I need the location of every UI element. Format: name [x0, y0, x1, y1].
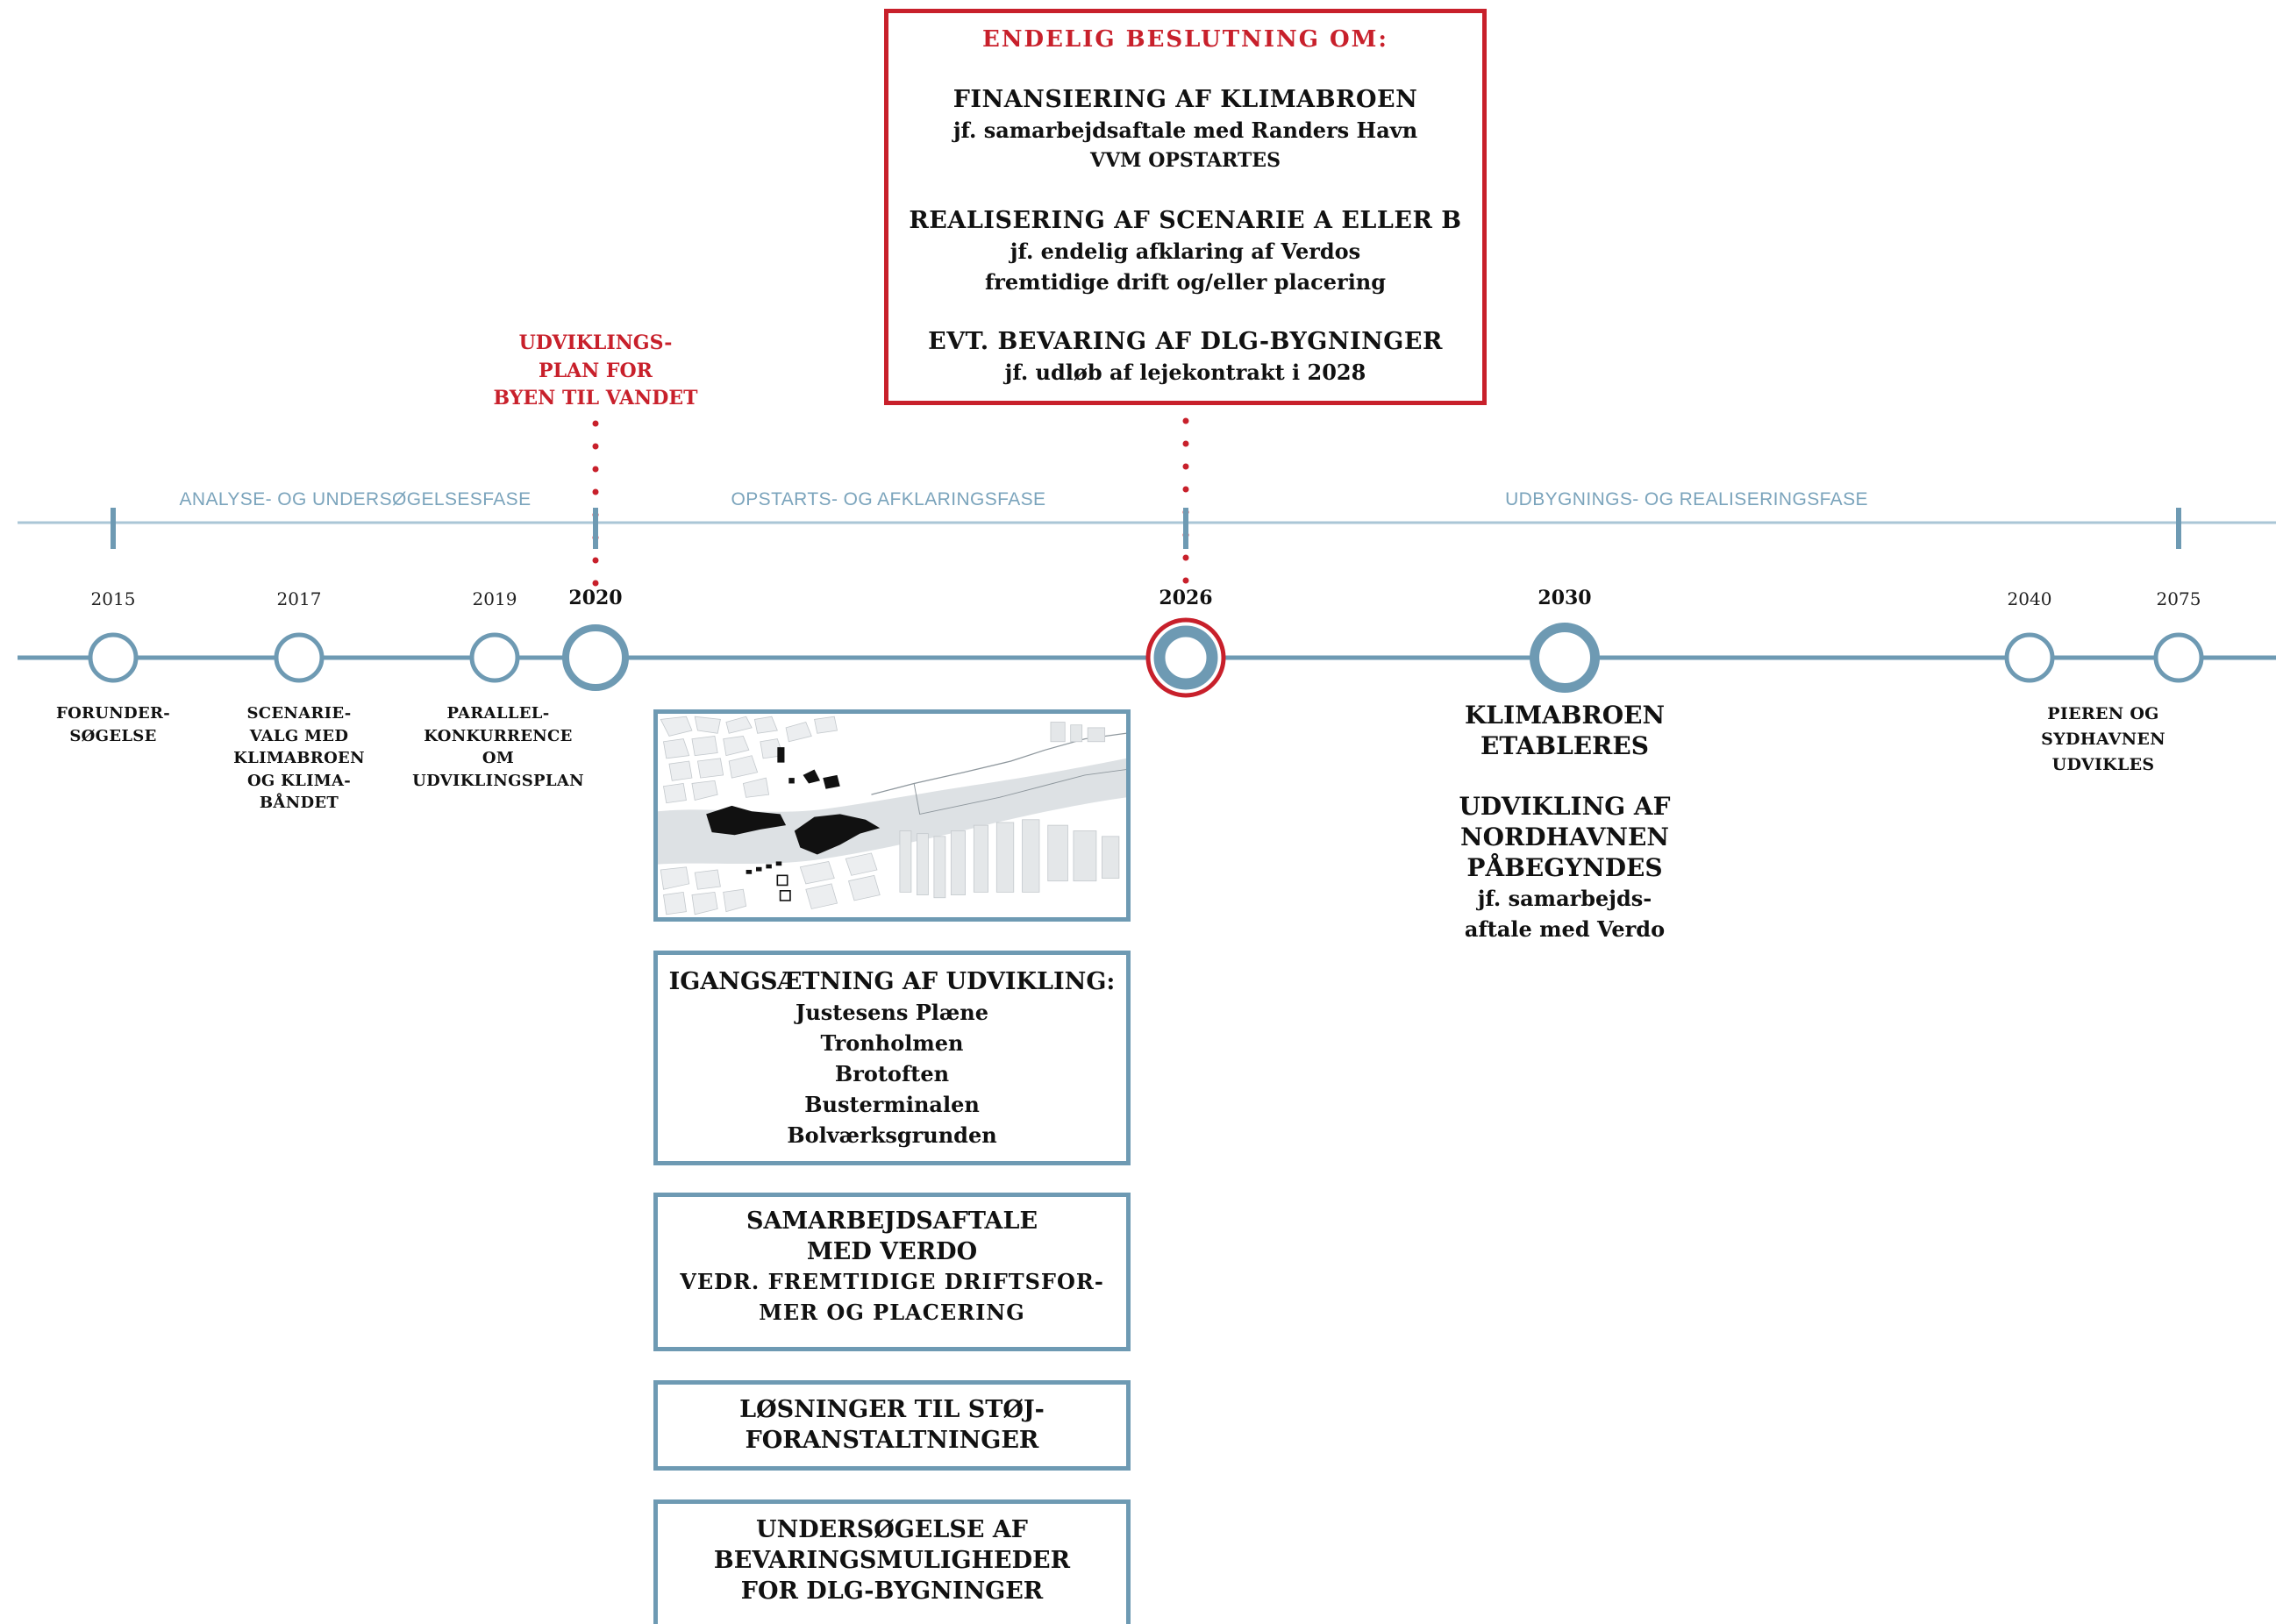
milestone-2017-label: SCENARIE- VALG MED KLIMABROEN OG KLIMA- … [233, 702, 365, 815]
milestone-label-line: PÅBEGYNDES [1466, 853, 1663, 882]
year-label-2075: 2075 [2156, 588, 2201, 609]
year-label-2017: 2017 [276, 588, 322, 609]
phase-boundary-tick [593, 508, 598, 549]
milestone-2015-marker [88, 632, 139, 683]
task-item: VEDR. FREMTIDIGE DRIFTSFOR- [680, 1269, 1104, 1294]
milestone-label-line: NORDHAVNEN [1460, 823, 1669, 851]
milestone-label-line: OM [482, 749, 515, 767]
task-title: IGANGSÆTNING AF UDVIKLING: [668, 967, 1116, 995]
site-map-box [653, 709, 1131, 922]
callout-line: BYEN TIL VANDET [493, 387, 698, 410]
task-title: FOR DLG-BYGNINGER [740, 1577, 1044, 1605]
development-plan-callout: UDVIKLINGS- PLAN FOR BYEN TIL VANDET [494, 330, 698, 413]
milestone-2040-marker [2004, 632, 2055, 683]
final-decision-box: ENDELIG BESLUTNING OM: FINANSIERING AF K… [884, 9, 1487, 405]
task-title: SAMARBEJDSAFTALE [746, 1207, 1038, 1235]
milestone-2040-2075-label: PIEREN OG SYDHAVNEN UDVIKLES [2041, 702, 2165, 778]
milestone-2015-label: FORUNDER- SØGELSE [56, 702, 170, 747]
callout-line: PLAN FOR [539, 359, 653, 382]
task-item: Brotoften [834, 1060, 950, 1086]
task-title: UNDERSØGELSE AF [756, 1515, 1028, 1543]
task-title: MED VERDO [806, 1237, 978, 1265]
task-box-preservation-study: UNDERSØGELSE AF BEVARINGSMULIGHEDER FOR … [653, 1499, 1131, 1624]
decision-item-title: EVT. BEVARING AF DLG-BYGNINGER [928, 327, 1443, 355]
milestone-2030-subtext: UDVIKLING AF NORDHAVNEN PÅBEGYNDES jf. s… [1459, 791, 1670, 944]
decision-item-title: REALISERING AF SCENARIE A ELLER B [909, 206, 1462, 234]
milestone-label-line: KLIMABROEN [233, 749, 365, 767]
milestone-label-line: PARALLEL- [446, 704, 550, 723]
site-map-illustration [658, 714, 1126, 917]
milestone-2030-headline: KLIMABROEN ETABLERES [1465, 700, 1665, 761]
year-label-2019: 2019 [472, 588, 517, 609]
callout-line: UDVIKLINGS- [518, 331, 673, 354]
milestone-label-line: UDVIKLES [2051, 755, 2155, 774]
decision-item-note: jf. endelig afklaring af Verdos [1010, 238, 1361, 264]
milestone-2075-marker [2153, 632, 2204, 683]
decision-item-title: FINANSIERING AF KLIMABROEN [952, 85, 1418, 113]
task-item: Justesens Plæne [795, 999, 989, 1025]
task-title: BEVARINGSMULIGHEDER [713, 1546, 1071, 1574]
task-box-noise-measures: LØSNINGER TIL STØJ- FORANSTALTNINGER [653, 1380, 1131, 1471]
milestone-label-line: KLIMABROEN [1464, 701, 1666, 730]
milestone-note-line: jf. samarbejds- [1477, 886, 1652, 911]
milestone-label-line: ETABLERES [1480, 731, 1649, 760]
year-label-2040: 2040 [2007, 588, 2052, 609]
milestone-note-line: aftale med Verdo [1464, 916, 1666, 942]
phase-boundary-tick [111, 508, 116, 549]
task-title: LØSNINGER TIL STØJ- [739, 1395, 1045, 1423]
decision-item-note: VVM OPSTARTES [1090, 148, 1281, 172]
task-box-verdo-agreement: SAMARBEJDSAFTALE MED VERDO VEDR. FREMTID… [653, 1193, 1131, 1351]
phase-boundary-tick [1183, 508, 1188, 549]
phase-label-realisation: UDBYGNINGS- OG REALISERINGSFASE [1505, 489, 1868, 509]
phase-label-startup: OPSTARTS- OG AFKLARINGSFASE [731, 489, 1046, 509]
decision-item-financing: FINANSIERING AF KLIMABROEN jf. samarbejd… [888, 84, 1482, 176]
phase-boundary-tick [2176, 508, 2181, 549]
milestone-2017-marker [274, 632, 325, 683]
task-item: Tronholmen [820, 1029, 964, 1056]
milestone-2026-marker [1153, 625, 1218, 690]
year-label-2026: 2026 [1159, 587, 1213, 609]
final-decision-heading: ENDELIG BESLUTNING OM: [981, 25, 1389, 53]
decision-item-preservation: EVT. BEVARING AF DLG-BYGNINGER jf. udløb… [888, 326, 1482, 388]
milestone-label-line: SCENARIE- [246, 704, 352, 723]
year-label-2030: 2030 [1538, 587, 1592, 609]
task-box-development-start: IGANGSÆTNING AF UDVIKLING: Justesens Plæ… [653, 951, 1131, 1165]
milestone-label-line: KONKURRENCE [424, 726, 573, 745]
milestone-label-line: OG KLIMA- [246, 771, 352, 790]
task-title: FORANSTALTNINGER [745, 1426, 1039, 1454]
milestone-2019-marker [469, 632, 520, 683]
task-item: MER OG PLACERING [759, 1299, 1025, 1325]
task-item: Busterminalen [804, 1091, 980, 1117]
phase-label-analysis: ANALYSE- OG UNDERSØGELSESFASE [179, 489, 532, 509]
milestone-label-line: VALG MED [249, 726, 349, 745]
year-label-2020: 2020 [568, 587, 623, 609]
milestone-label-line: FORUNDER- [55, 704, 171, 723]
milestone-2030-marker [1530, 623, 1600, 693]
milestone-label-line: UDVIKLING AF [1459, 792, 1671, 821]
milestone-2019-label: PARALLEL- KONKURRENCE OM UDVIKLINGSPLAN [412, 702, 584, 792]
milestone-label-line: SØGELSE [69, 726, 157, 745]
milestone-2020-marker [562, 624, 629, 691]
decision-item-note: jf. samarbejdsaftale med Randers Havn [952, 117, 1418, 143]
year-label-2015: 2015 [90, 588, 136, 609]
milestone-label-line: SYDHAVNEN [2041, 730, 2165, 749]
decision-item-note: fremtidige drift og/eller placering [984, 268, 1387, 295]
task-item: Bolværksgrunden [787, 1122, 997, 1148]
milestone-label-line: BÅNDET [259, 794, 339, 812]
milestone-label-line: UDVIKLINGSPLAN [412, 771, 584, 790]
milestone-label-line: PIEREN OG [2047, 704, 2159, 723]
decision-item-scenario: REALISERING AF SCENARIE A ELLER B jf. en… [888, 205, 1482, 297]
decision-item-note: jf. udløb af lejekontrakt i 2028 [1004, 359, 1366, 385]
